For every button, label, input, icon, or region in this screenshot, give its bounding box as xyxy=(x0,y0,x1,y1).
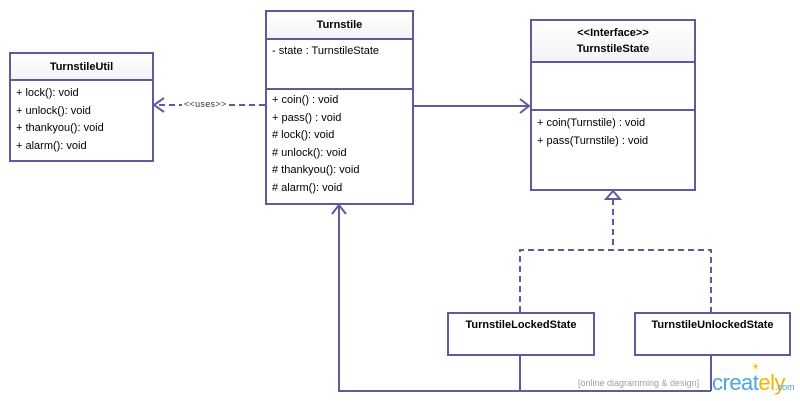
state-association-arrowhead xyxy=(519,98,531,114)
back-association-line xyxy=(338,206,521,392)
method: + lock(): void xyxy=(16,87,79,99)
methods-section: + lock(): void + unlock(): void + thanky… xyxy=(11,81,152,155)
uses-label: <<uses>> xyxy=(182,99,229,109)
method: + pass() : void xyxy=(272,111,342,124)
class-turnstile-unlocked-state[interactable]: TurnstileUnlockedState xyxy=(634,312,791,356)
method: + unlock(): void xyxy=(16,104,91,117)
watermark-tagline: [online diagramming & design] xyxy=(578,378,700,388)
methods-section: + coin() : void + pass() : void # lock()… xyxy=(267,90,412,198)
realization-branch xyxy=(519,249,712,312)
class-name: TurnstileUnlockedState xyxy=(651,319,774,331)
method: + coin() : void xyxy=(272,94,339,106)
class-header: Turnstile xyxy=(267,12,412,40)
lightbulb-icon: ☀ xyxy=(751,362,760,373)
class-turnstile[interactable]: Turnstile - state : TurnstileState + coi… xyxy=(265,10,414,205)
method: + pass(Turnstile) : void xyxy=(537,134,649,147)
attribute: - state : TurnstileState xyxy=(272,45,379,57)
method: + coin(Turnstile) : void xyxy=(537,117,646,129)
method: # thankyou(): void xyxy=(272,164,360,177)
logo-accent: ely xyxy=(758,370,786,395)
realization-triangle xyxy=(603,189,623,200)
class-header: TurnstileUtil xyxy=(11,54,152,81)
logo-suffix: .com xyxy=(775,382,795,392)
logo-main: creat xyxy=(712,370,759,395)
method: + alarm(): void xyxy=(16,139,87,152)
attributes-section: - state : TurnstileState xyxy=(267,40,412,90)
method: # alarm(): void xyxy=(272,181,343,194)
interface-turnstile-state[interactable]: <<Interface>> TurnstileState + coin(Turn… xyxy=(530,19,696,191)
back-association-arrowhead xyxy=(331,203,347,215)
class-turnstile-util[interactable]: TurnstileUtil + lock(): void + unlock():… xyxy=(9,52,154,162)
method: # unlock(): void xyxy=(272,146,347,159)
class-name: TurnstileState xyxy=(576,43,650,55)
class-name: Turnstile xyxy=(316,19,363,31)
stereotype: <<Interface>> xyxy=(577,27,649,39)
class-turnstile-locked-state[interactable]: TurnstileLockedState xyxy=(447,312,595,356)
uses-arrowhead xyxy=(152,97,165,113)
class-name: TurnstileUtil xyxy=(49,60,114,73)
method: # lock(): void xyxy=(272,129,335,142)
class-header: <<Interface>> TurnstileState xyxy=(532,21,694,63)
attributes-section xyxy=(532,63,694,111)
creately-logo[interactable]: creately xyxy=(712,370,786,396)
class-name: TurnstileLockedState xyxy=(465,319,577,331)
method: + thankyou(): void xyxy=(16,122,104,135)
methods-section: + coin(Turnstile) : void + pass(Turnstil… xyxy=(532,111,694,150)
